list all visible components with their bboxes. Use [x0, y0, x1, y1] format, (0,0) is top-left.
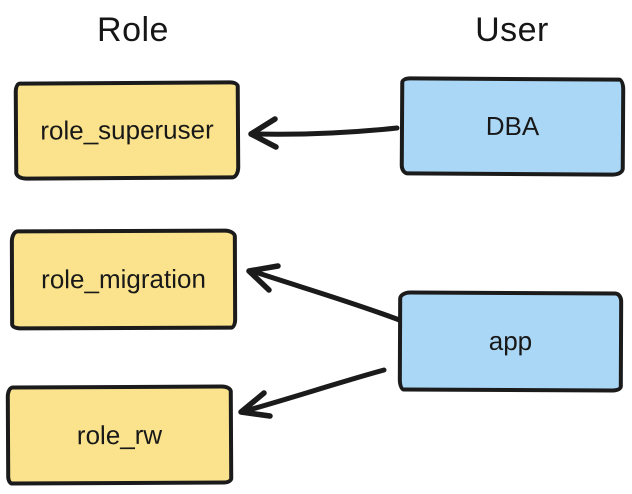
column-heading-user: User — [475, 11, 549, 49]
node-label: role_rw — [76, 419, 163, 450]
node-label: role_superuser — [40, 114, 214, 146]
node-role-migration: role_migration — [9, 228, 238, 331]
column-heading-role: Role — [97, 11, 169, 49]
arrow-app-to-role-rw — [238, 367, 387, 419]
arrow-app-to-role-migration — [246, 263, 405, 324]
node-label: role_migration — [41, 263, 206, 295]
node-role-superuser: role_superuser — [13, 80, 241, 181]
node-label: DBA — [485, 110, 540, 142]
node-label: app — [488, 325, 533, 357]
node-dba: DBA — [399, 76, 626, 177]
arrow-dba-to-role-superuser — [248, 116, 400, 150]
node-role-rw: role_rw — [5, 384, 234, 486]
node-app: app — [397, 290, 624, 393]
